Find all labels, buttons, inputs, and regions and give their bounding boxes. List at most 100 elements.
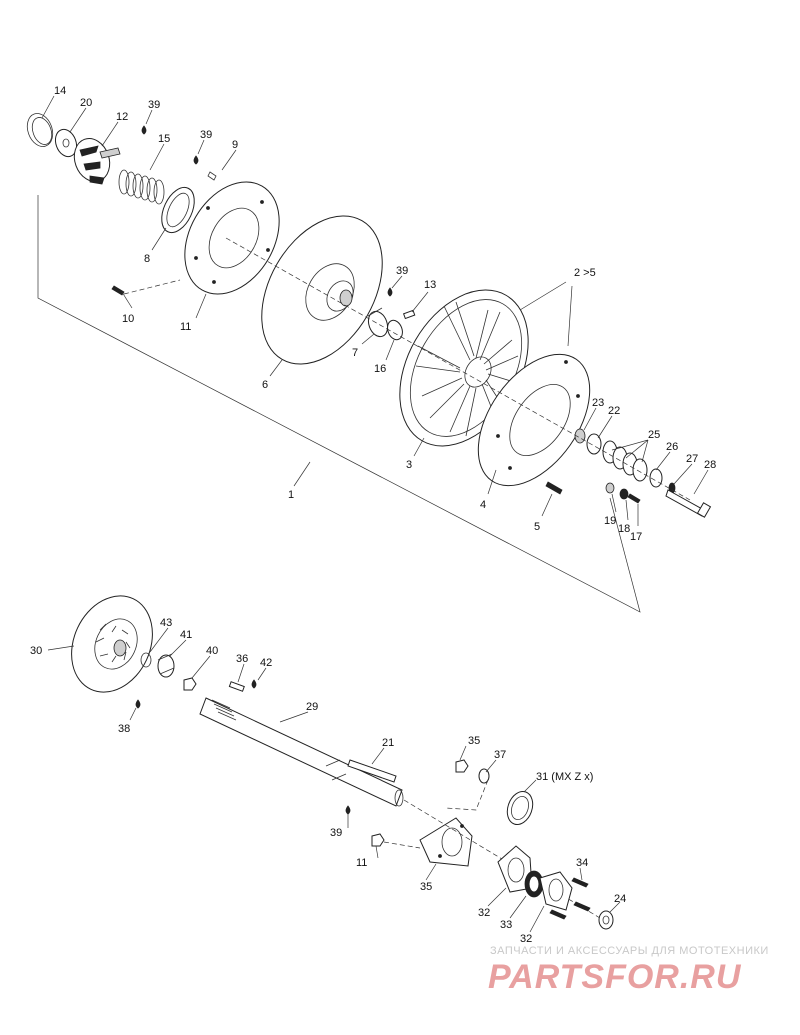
washer	[54, 128, 78, 158]
callout-12: 12	[116, 111, 128, 123]
callout-35-a: 35	[468, 735, 480, 747]
callout-41: 41	[180, 629, 192, 641]
bolt-35	[455, 759, 469, 773]
callout-25: 25	[648, 429, 660, 441]
callout-8: 8	[144, 253, 150, 265]
upper-assembly	[26, 113, 712, 613]
screw	[111, 285, 125, 296]
watermark: ЗАПЧАСТИ И АКСЕССУАРЫ ДЛЯ МОТОТЕХНИКИ PA…	[488, 945, 769, 996]
callout-37: 37	[494, 749, 506, 761]
washer-19	[605, 482, 615, 494]
sliding-sheave	[261, 215, 383, 365]
retaining-ring	[26, 113, 54, 147]
shaft	[199, 697, 404, 807]
callout-9: 9	[232, 139, 238, 151]
shaft-key	[347, 759, 397, 783]
nut-18	[619, 488, 629, 500]
callout-39-b: 39	[200, 129, 212, 141]
set-screw	[627, 493, 641, 504]
leader-lines	[41, 95, 709, 933]
grease-drop-icon	[141, 125, 147, 135]
key	[402, 309, 416, 320]
cap-nut	[598, 910, 614, 930]
callout-33: 33	[500, 919, 512, 931]
callout-43: 43	[160, 617, 172, 629]
callout-34: 34	[576, 857, 588, 869]
gear-disc	[71, 595, 153, 693]
bushing-ring	[161, 186, 195, 234]
callout-26: 26	[666, 441, 678, 453]
callout-6: 6	[262, 379, 268, 391]
group-bracket-1	[37, 195, 641, 613]
lower-assembly	[71, 595, 614, 930]
o-ring	[140, 652, 152, 668]
callout-24: 24	[614, 893, 626, 905]
grease-drop-icon	[387, 287, 393, 297]
bolt-34	[571, 877, 589, 888]
washer-26	[649, 468, 663, 488]
washer-37	[478, 768, 490, 784]
callout-39-c: 39	[396, 265, 408, 277]
callout-36: 36	[236, 653, 248, 665]
nut	[183, 677, 197, 691]
callout-17: 17	[630, 531, 642, 543]
callout-3: 3	[406, 459, 412, 471]
callout-7: 7	[352, 347, 358, 359]
callout-15: 15	[158, 133, 170, 145]
callout-4: 4	[480, 499, 486, 511]
callout-13: 13	[424, 279, 436, 291]
spring	[118, 169, 165, 205]
callout-30: 30	[30, 645, 42, 657]
callout-39-a: 39	[148, 99, 160, 111]
spring-washers	[602, 440, 648, 482]
callout-32-b: 32	[520, 933, 532, 945]
callout-31: 31 (MX Z x)	[536, 771, 593, 783]
bolt-34	[573, 901, 591, 912]
screw	[545, 481, 563, 495]
bearing-flange	[419, 817, 473, 867]
callout-28: 28	[704, 459, 716, 471]
callout-2-5: 2 >5	[574, 267, 596, 279]
cam	[73, 138, 121, 185]
bolt-34	[549, 909, 567, 920]
sleeve	[157, 653, 175, 678]
callout-11-lower: 11	[356, 857, 367, 869]
callout-35-b: 35	[420, 881, 432, 893]
callout-11-upper: 11	[180, 321, 191, 333]
callout-18: 18	[618, 523, 630, 535]
callout-1: 1	[288, 489, 294, 501]
nut-lower	[371, 833, 385, 847]
bushing	[367, 307, 389, 338]
callout-20: 20	[80, 97, 92, 109]
grease-drop-icon	[193, 155, 199, 165]
callout-42: 42	[260, 657, 272, 669]
bushing-22	[586, 433, 602, 455]
grease-drop-icon	[345, 805, 351, 815]
callout-27: 27	[686, 453, 698, 465]
callout-32-a: 32	[478, 907, 490, 919]
callout-22: 22	[608, 405, 620, 417]
callout-21: 21	[382, 737, 394, 749]
callout-40: 40	[206, 645, 218, 657]
callout-29: 29	[306, 701, 318, 713]
watermark-brand: PARTSFOR.RU	[488, 958, 742, 996]
grease-drop-icon	[251, 679, 257, 689]
grease-drop-icon	[135, 699, 141, 709]
callout-5: 5	[534, 521, 540, 533]
washer-small	[387, 319, 403, 341]
watermark-subtitle: ЗАПЧАСТИ И АКСЕССУАРЫ ДЛЯ МОТОТЕХНИКИ	[490, 945, 769, 957]
callout-23: 23	[592, 397, 604, 409]
callout-14: 14	[54, 85, 66, 97]
bearing	[524, 870, 544, 898]
sheave-plate	[477, 353, 591, 487]
callout-38: 38	[118, 723, 130, 735]
callout-19: 19	[604, 515, 616, 527]
callouts: 14 20 12 39 15 39 9 8 10 11 39 13 2 >5 7…	[30, 85, 716, 945]
seal-ring	[506, 791, 534, 825]
bearing-housing	[539, 871, 573, 911]
small-screw	[207, 171, 217, 181]
cover-plate	[184, 181, 280, 295]
callout-39-d: 39	[330, 827, 342, 839]
key	[228, 681, 245, 692]
